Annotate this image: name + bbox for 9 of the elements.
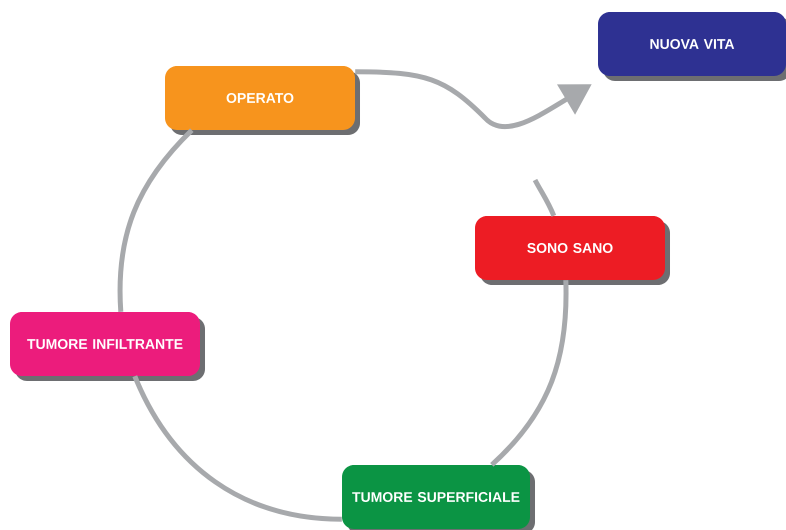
state-box: OPERATO <box>165 66 360 135</box>
state-box: NUOVA VITA <box>598 12 786 81</box>
connector-line <box>532 178 556 217</box>
state-box: TUMORE SUPERFICIALE <box>342 465 535 530</box>
connector-line <box>490 280 568 467</box>
state-box: SONO SANO <box>475 216 670 285</box>
connector-line <box>132 375 342 522</box>
connector-line <box>118 128 194 312</box>
state-box: TUMORE INFILTRANTE <box>10 312 205 381</box>
